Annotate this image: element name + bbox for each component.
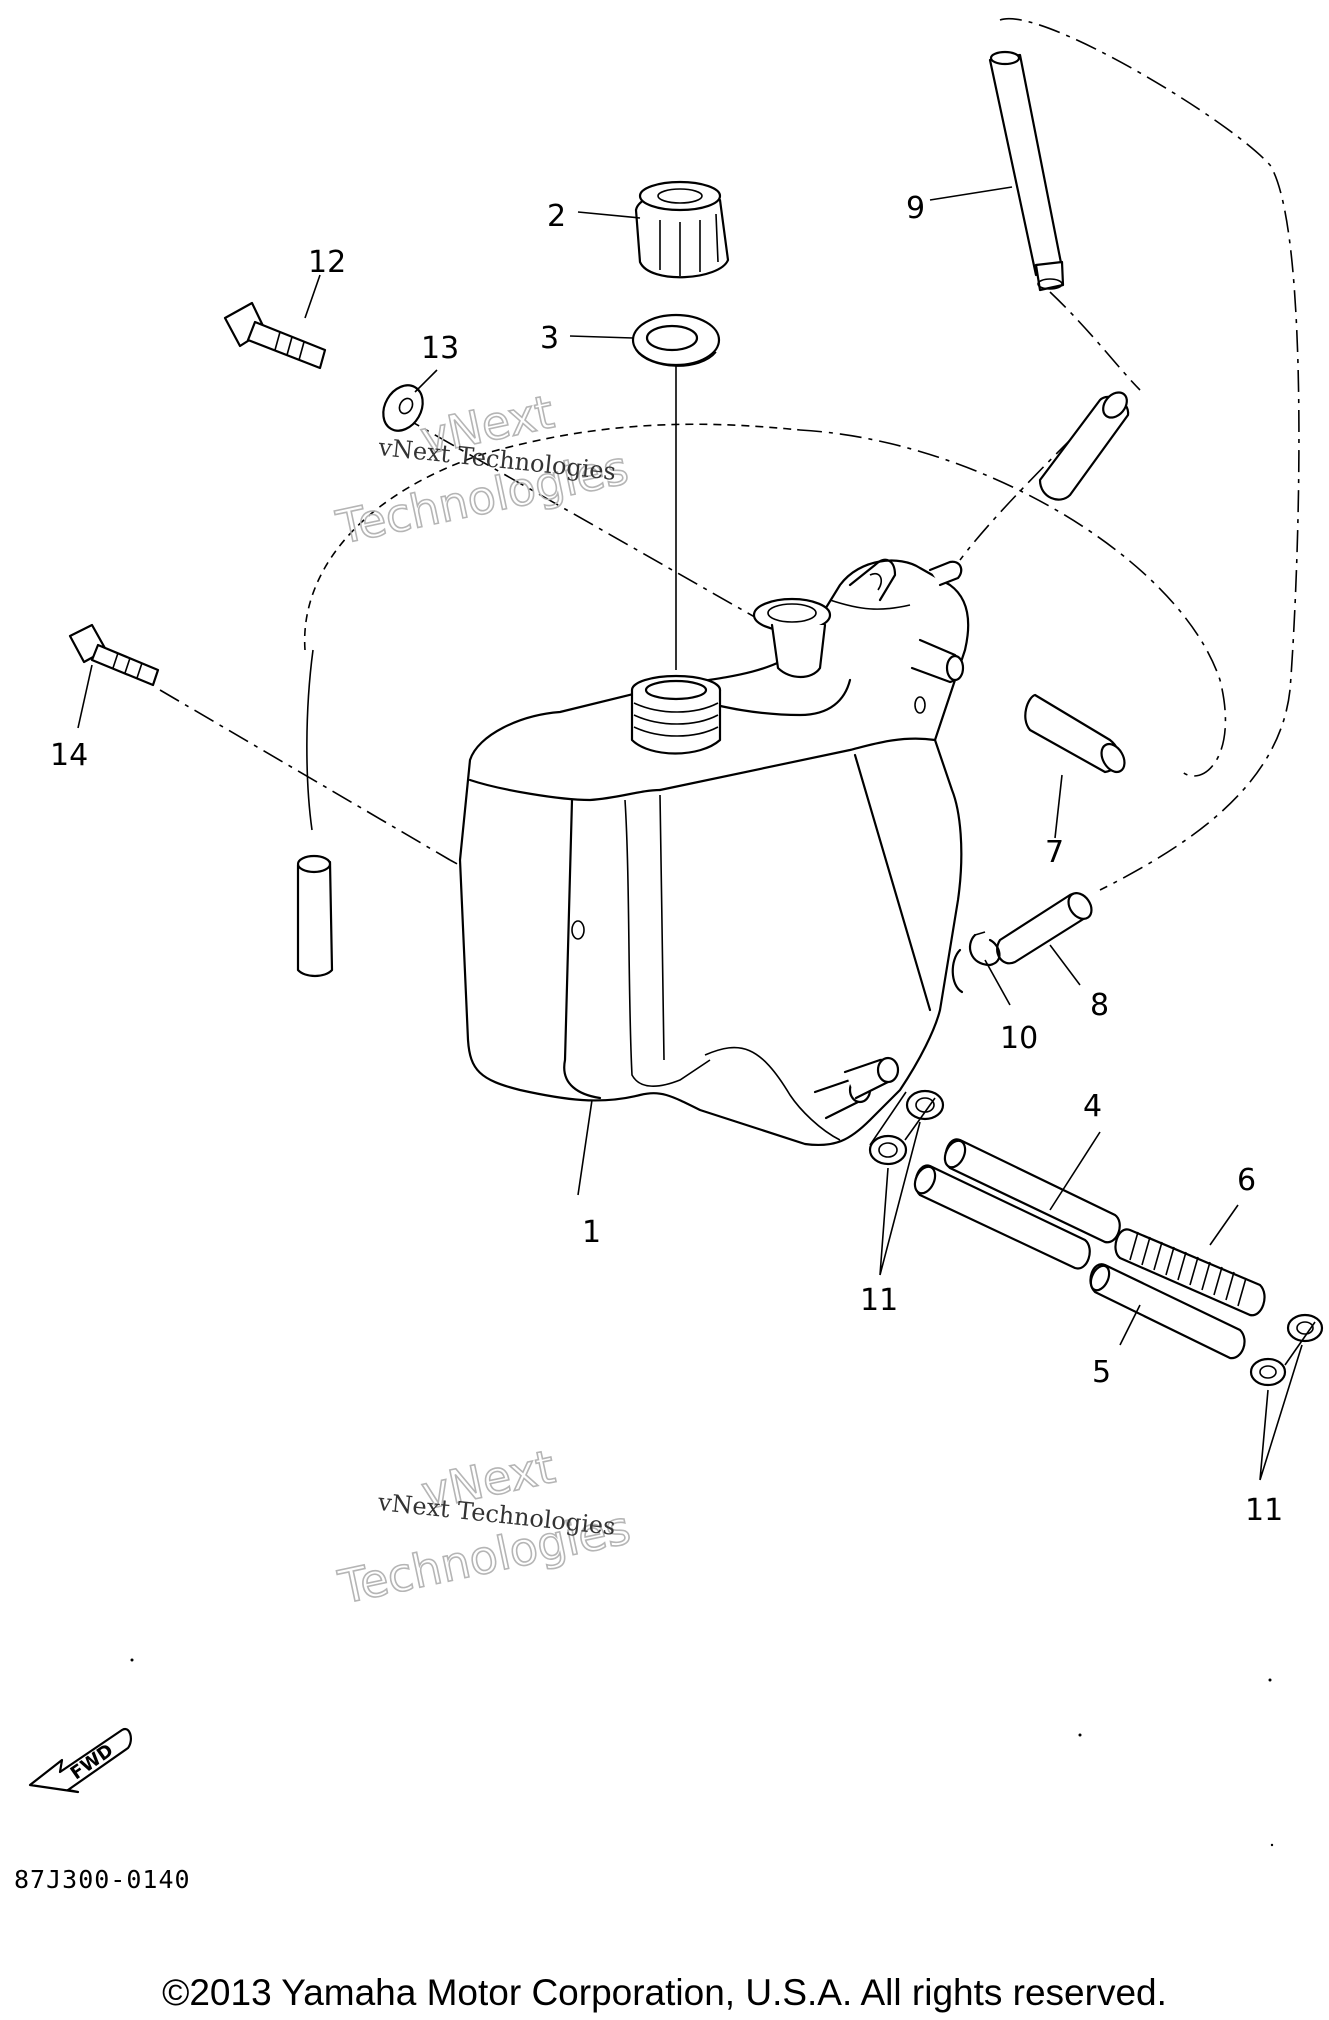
callout-9: 9 <box>906 191 925 226</box>
oil-tank <box>458 558 970 1146</box>
callout-11-right: 11 <box>1245 1493 1283 1528</box>
washer-13 <box>382 384 424 432</box>
callout-11-left: 11 <box>860 1283 898 1318</box>
bolt-14 <box>68 623 160 687</box>
clip-10 <box>968 931 1001 967</box>
copyright-notice: ©2013 Yamaha Motor Corporation, U.S.A. A… <box>162 1972 1167 2013</box>
hose-4b <box>913 1164 1091 1270</box>
callout-6: 6 <box>1237 1163 1256 1198</box>
callout-2: 2 <box>547 199 566 234</box>
callout-13: 13 <box>421 331 459 366</box>
fwd-arrow-icon: FWD <box>28 1727 132 1794</box>
diagram-code: 87J300-0140 <box>14 1865 191 1894</box>
callout-10: 10 <box>1000 1021 1038 1056</box>
hose-4 <box>943 1138 1121 1244</box>
gasket <box>631 313 721 367</box>
filler-cap <box>634 180 730 279</box>
callout-14: 14 <box>50 738 88 773</box>
clamp-11-right <box>1249 1313 1324 1387</box>
scan-specks <box>130 1658 1274 1847</box>
fwd-label: FWD <box>67 1740 118 1784</box>
short-hose-upper <box>1038 391 1130 501</box>
callout-8: 8 <box>1090 988 1109 1023</box>
short-hose-left <box>296 854 334 978</box>
spring-6 <box>1114 1228 1266 1317</box>
long-hose-9 <box>988 50 1065 292</box>
callout-5: 5 <box>1092 1355 1111 1390</box>
short-hose-8 <box>996 892 1093 965</box>
callout-4: 4 <box>1083 1089 1102 1124</box>
callout-3: 3 <box>540 321 559 356</box>
callout-leaders <box>77 186 1303 1481</box>
bolt-12 <box>223 301 327 370</box>
clamp-11-left <box>868 1089 945 1166</box>
hose-5 <box>1089 1263 1246 1360</box>
callout-numbers: 1 2 3 4 5 6 7 8 9 10 11 11 12 13 14 <box>50 191 1283 1528</box>
short-hose-7 <box>1024 693 1126 774</box>
callout-1: 1 <box>582 1215 601 1250</box>
callout-7: 7 <box>1045 835 1064 870</box>
callout-12: 12 <box>308 245 346 280</box>
